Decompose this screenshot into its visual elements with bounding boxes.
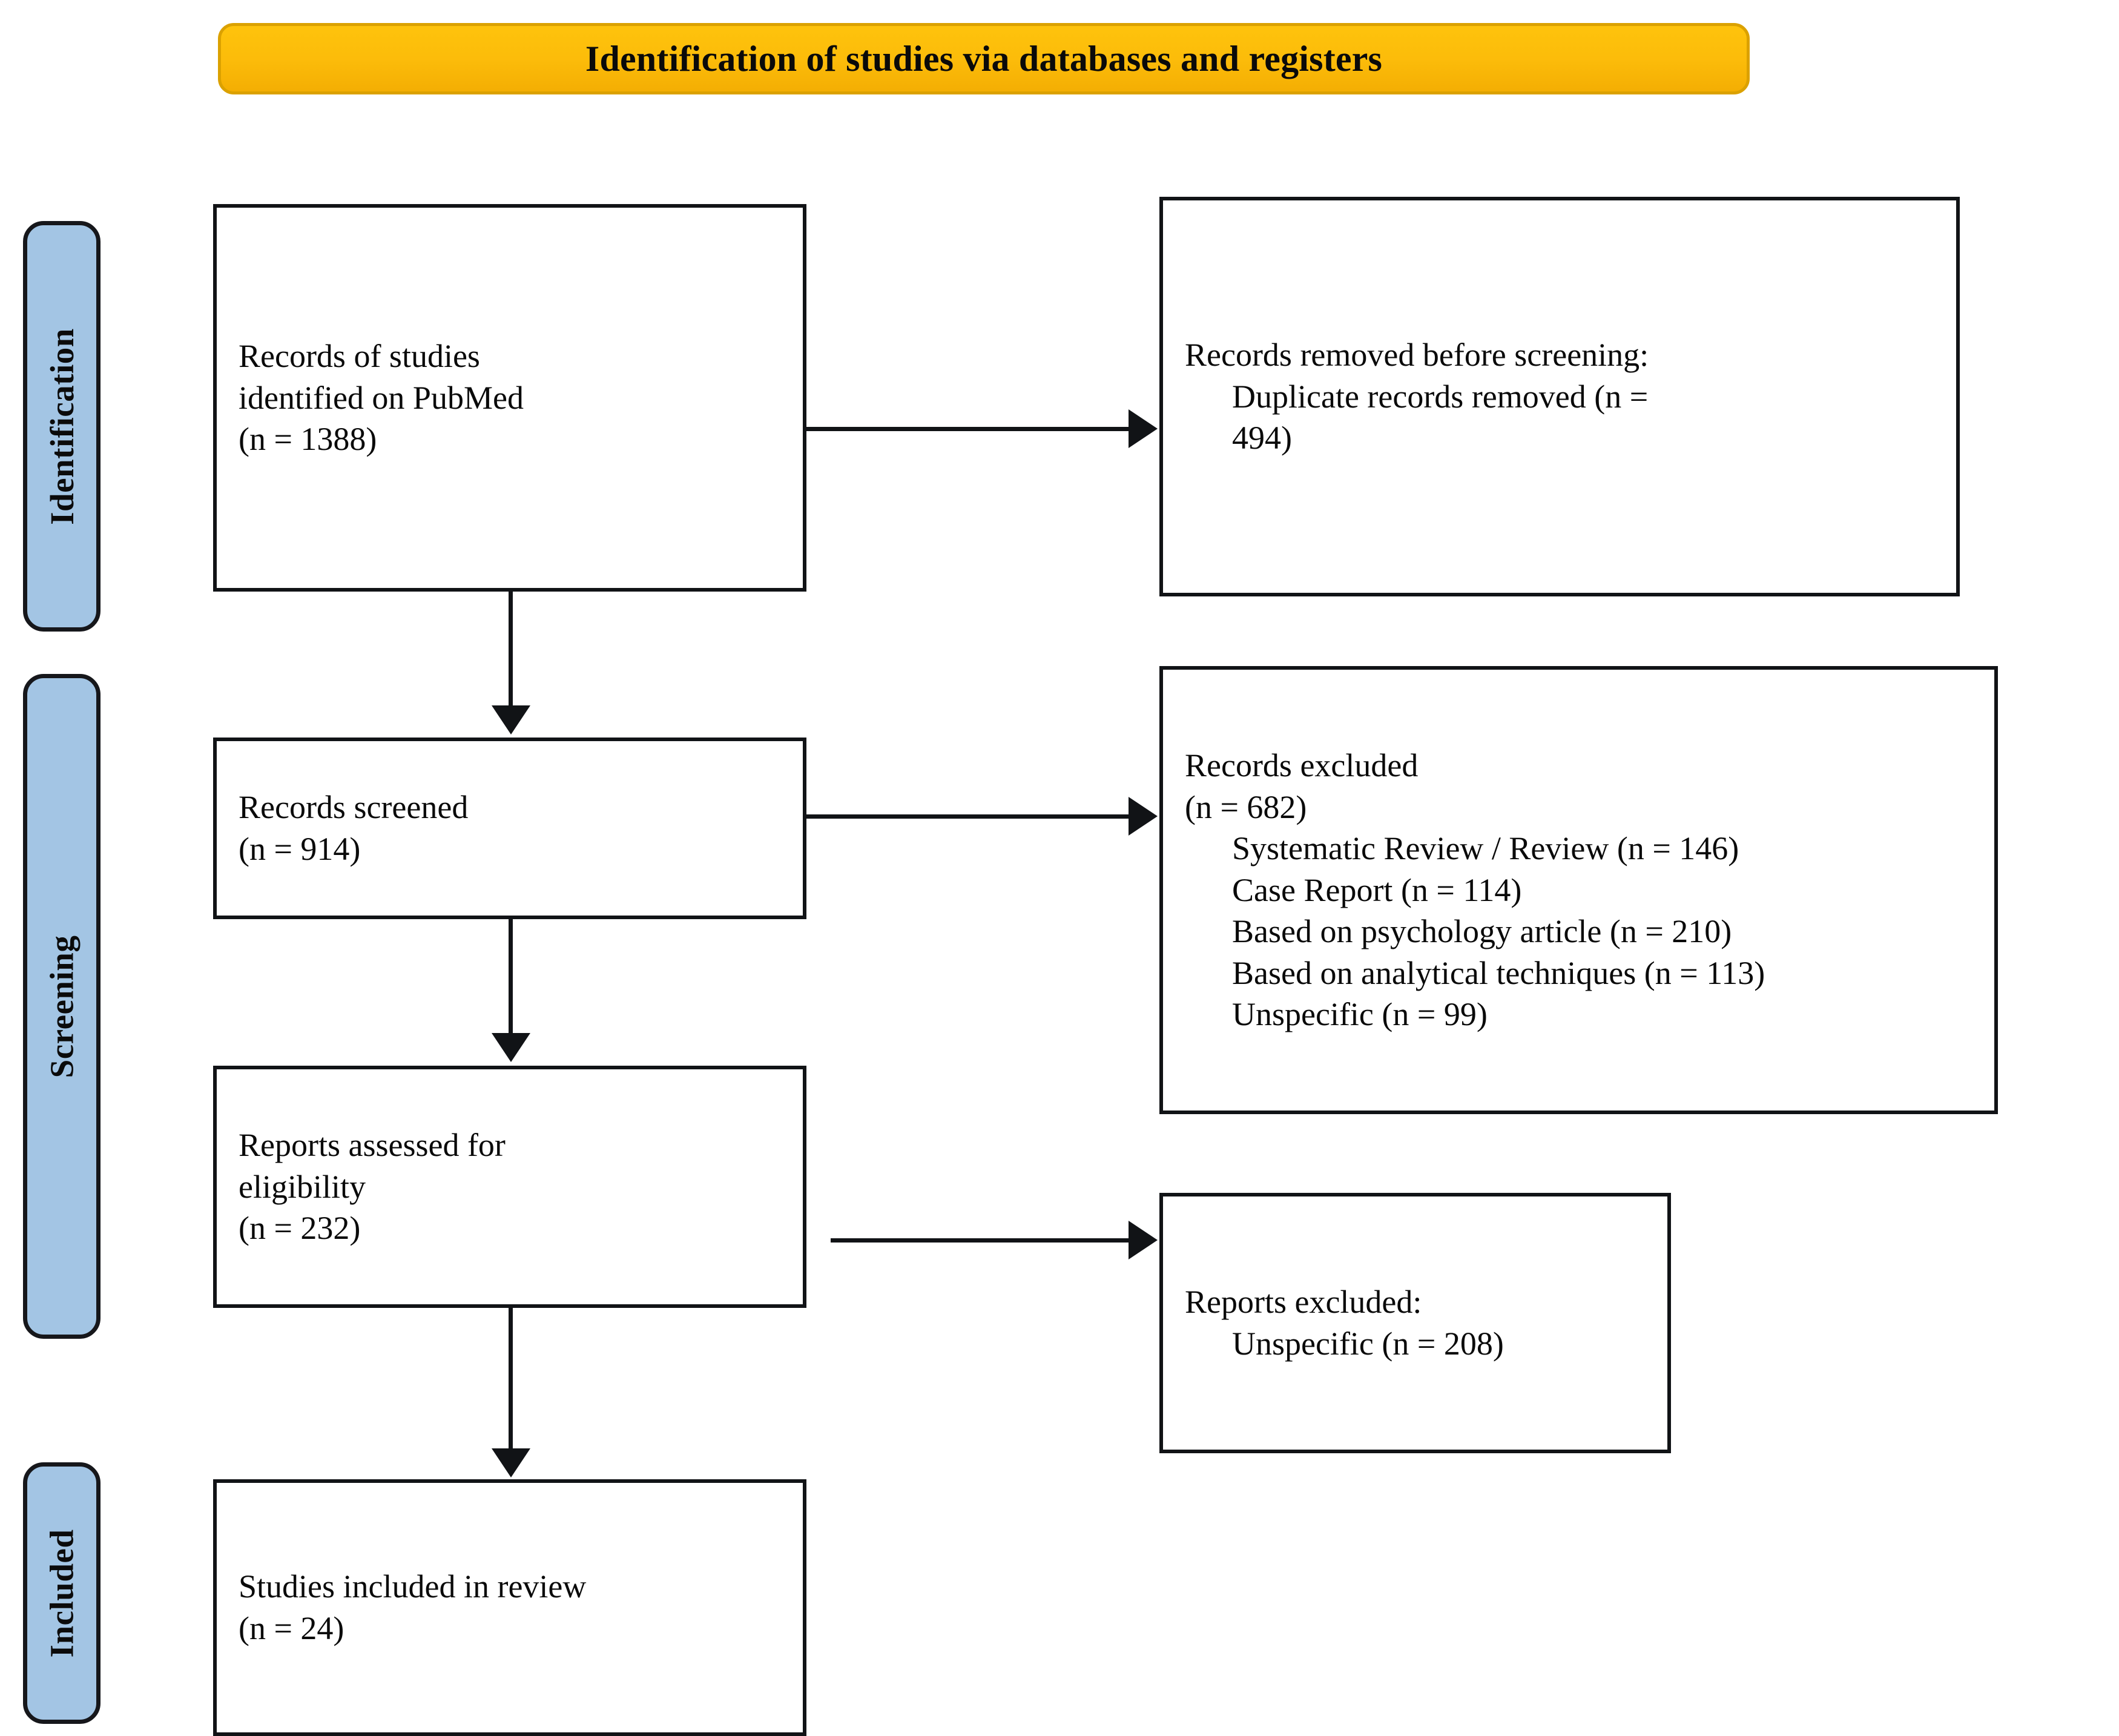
- phase-label-included: Included: [23, 1462, 101, 1724]
- box-records-excluded-reason-1: Systematic Review / Review (n = 146): [1232, 830, 1739, 867]
- box-studies-included-line-1: Studies included in review: [239, 1568, 587, 1605]
- phase-label-identification-text: Identification: [43, 328, 81, 525]
- connector-eligibility-to-reports-excluded-arrowhead-icon: [1129, 1221, 1158, 1259]
- connector-screened-to-records-excluded-arrowhead-icon: [1129, 797, 1158, 836]
- box-studies-included-line-2: (n = 24): [239, 1610, 344, 1646]
- box-records-screened: Records screened (n = 914): [213, 738, 806, 919]
- box-records-removed-reason-1b: 494): [1232, 420, 1292, 457]
- connector-eligibility-to-included-arrowhead-icon: [492, 1448, 530, 1477]
- box-reports-excluded-heading: Reports excluded:: [1185, 1284, 1422, 1321]
- box-records-removed-heading: Records removed before screening:: [1185, 337, 1649, 374]
- phase-label-identification: Identification: [23, 221, 101, 632]
- box-reports-assessed-line-3: (n = 232): [239, 1210, 361, 1247]
- box-reports-excluded: Reports excluded: Unspecific (n = 208): [1159, 1193, 1671, 1453]
- box-records-screened-line-2: (n = 914): [239, 831, 361, 867]
- box-records-excluded-reason-5: Unspecific (n = 99): [1232, 996, 1488, 1033]
- connector-identified-to-screened-line: [509, 592, 513, 710]
- box-records-excluded-line-2: (n = 682): [1185, 788, 1307, 825]
- diagram-title-banner: Identification of studies via databases …: [218, 23, 1750, 94]
- box-records-excluded-reason-3: Based on psychology article (n = 210): [1232, 913, 1732, 950]
- box-reports-assessed-eligibility: Reports assessed for eligibility (n = 23…: [213, 1066, 806, 1308]
- connector-eligibility-to-reports-excluded-line: [831, 1238, 1133, 1243]
- box-records-identified-line-2: identified on PubMed: [239, 379, 524, 416]
- box-reports-assessed-line-2: eligibility: [239, 1168, 366, 1205]
- connector-identified-to-removed-line: [806, 427, 1133, 431]
- box-records-removed-reason-1a: Duplicate records removed (n =: [1232, 378, 1649, 415]
- phase-label-included-text: Included: [43, 1529, 81, 1657]
- box-records-screened-line-1: Records screened: [239, 789, 469, 826]
- connector-screened-to-eligibility-line: [509, 919, 513, 1038]
- box-records-identified: Records of studies identified on PubMed …: [213, 204, 806, 592]
- diagram-title: Identification of studies via databases …: [585, 38, 1383, 79]
- box-records-identified-line-3: (n = 1388): [239, 421, 377, 458]
- phase-label-screening: Screening: [23, 674, 101, 1339]
- connector-eligibility-to-included-line: [509, 1308, 513, 1453]
- connector-identified-to-screened-arrowhead-icon: [492, 705, 530, 734]
- box-records-excluded-reason-2: Case Report (n = 114): [1232, 871, 1522, 908]
- box-records-excluded-line-1: Records excluded: [1185, 747, 1419, 784]
- box-reports-assessed-line-1: Reports assessed for: [239, 1127, 506, 1164]
- box-reports-excluded-reason-1: Unspecific (n = 208): [1232, 1325, 1504, 1362]
- connector-screened-to-records-excluded-line: [806, 814, 1133, 819]
- box-records-excluded: Records excluded (n = 682) Systematic Re…: [1159, 666, 1998, 1114]
- box-studies-included: Studies included in review (n = 24): [213, 1479, 806, 1736]
- box-records-excluded-reason-4: Based on analytical techniques (n = 113): [1232, 954, 1765, 991]
- phase-label-screening-text: Screening: [43, 935, 81, 1078]
- connector-screened-to-eligibility-arrowhead-icon: [492, 1033, 530, 1062]
- box-records-identified-line-1: Records of studies: [239, 338, 480, 375]
- connector-identified-to-removed-arrowhead-icon: [1129, 409, 1158, 448]
- box-records-removed: Records removed before screening: Duplic…: [1159, 197, 1960, 596]
